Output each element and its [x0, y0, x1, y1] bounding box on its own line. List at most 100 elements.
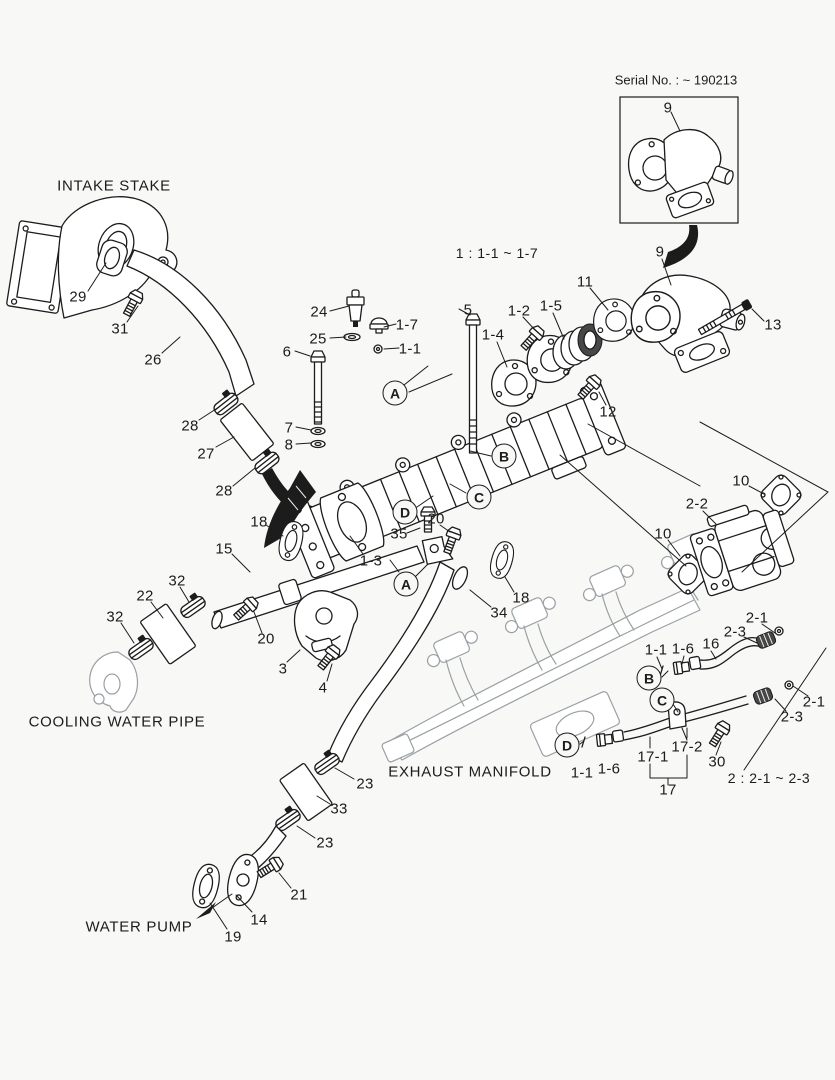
gasket-29: [96, 239, 128, 277]
part-label-32: 32: [168, 572, 186, 590]
part-label-32: 32: [106, 608, 124, 626]
view-marker-D: D: [554, 732, 580, 758]
section-label-water-pump: WATER PUMP: [85, 918, 193, 936]
water-pump-arrow: [196, 902, 216, 919]
sensor-24: [346, 289, 365, 327]
part-label-9: 9: [655, 243, 665, 261]
part-label-31: 31: [111, 320, 129, 338]
part-label-1-7: 1-7: [395, 316, 419, 334]
cooling-water-pipe-drawing: [89, 518, 425, 713]
view-marker-B: B: [491, 443, 517, 469]
part-label-34: 34: [490, 604, 508, 622]
part-label-33: 33: [330, 800, 348, 818]
part-label-23: 23: [316, 834, 334, 852]
hose-22: [140, 603, 196, 665]
hose-27: [220, 403, 274, 461]
part-label-10: 10: [654, 525, 672, 543]
view-marker-A: A: [393, 571, 419, 597]
part-label-1-6: 1-6: [671, 640, 695, 658]
gasket-chain-drawing: [491, 274, 752, 407]
lower-pipe-drawing: [188, 746, 342, 919]
pipe-34-drawing: [327, 506, 518, 763]
part-label-11: 11: [576, 273, 594, 291]
part-label-29: 29: [69, 288, 87, 306]
part-label-18: 18: [512, 589, 530, 607]
part-label-15: 15: [215, 540, 233, 558]
part-label-20: 20: [257, 630, 275, 648]
hose-33: [279, 763, 333, 821]
part-label-6: 6: [282, 343, 292, 361]
part-label-2-2: 2-2: [685, 495, 709, 513]
part-label-16: 16: [702, 635, 720, 653]
egr-valve-drawing: [664, 471, 805, 598]
part-label-1-2: 1-2: [507, 302, 531, 320]
part-label-1-3: 1-3: [359, 552, 383, 570]
part-label-8: 8: [284, 436, 294, 454]
part-label-25: 25: [309, 330, 327, 348]
oring-1-1: [373, 344, 383, 354]
bolt-5: [465, 313, 481, 454]
part-label-4: 4: [318, 679, 328, 697]
part-label-28: 28: [215, 482, 233, 500]
part-label-28: 28: [181, 417, 199, 435]
part-label-10: 10: [732, 472, 750, 490]
section-label-cooling-water-pipe: COOLING WATER PIPE: [28, 713, 206, 731]
part-label-24: 24: [310, 303, 328, 321]
bracket-3-drawing: [293, 590, 359, 662]
part-label-2-3: 2-3: [780, 708, 804, 726]
serial-number-note: Serial No. : ~ 190213: [614, 72, 738, 88]
pipe-elbow-faded: [89, 651, 139, 713]
egr-cooler-drawing: [264, 289, 627, 579]
part-label-5: 5: [463, 301, 473, 319]
part-label-18: 18: [250, 513, 268, 531]
flange-1-3: [319, 482, 385, 562]
part-label-35: 35: [390, 525, 408, 543]
group-1-range: 1 : 1-1 ~ 1-7: [455, 245, 539, 261]
section-label-intake-stake: INTAKE STAKE: [57, 177, 171, 195]
part-label-17: 17: [659, 781, 677, 799]
tube-17-drawing: [581, 680, 794, 786]
continuation-arrow: [663, 225, 699, 268]
leader-lines: [87, 111, 809, 930]
bolt-6: [310, 350, 326, 425]
view-marker-D: D: [392, 499, 418, 525]
exhaust-manifold-drawing: [381, 532, 712, 763]
part-label-22: 22: [136, 587, 154, 605]
intake-stake-drawing: [6, 196, 255, 397]
view-marker-C: C: [466, 484, 492, 510]
part-label-2-1: 2-1: [745, 609, 769, 627]
part-label-1-6: 1-6: [597, 760, 621, 778]
part-label-1-4: 1-4: [481, 326, 505, 344]
part-label-27: 27: [197, 445, 215, 463]
part-label-13: 13: [764, 316, 782, 334]
part-label-3: 3: [278, 660, 288, 678]
part-label-12: 12: [599, 403, 617, 421]
serial-inset-drawing: [619, 96, 739, 268]
view-marker-C: C: [649, 687, 675, 713]
part-label-7: 7: [284, 419, 294, 437]
washer-7: [310, 426, 326, 436]
part-label-30: 30: [708, 753, 726, 771]
bolt-35: [420, 506, 436, 533]
part-label-1-1: 1-1: [644, 641, 668, 659]
flange-14: [227, 853, 259, 907]
part-label-1-1: 1-1: [570, 764, 594, 782]
stud-13: [697, 299, 752, 336]
assembly-axis-lines: [559, 421, 829, 771]
part-label-17-2: 17-2: [671, 738, 703, 756]
part-label-2-3: 2-3: [723, 623, 747, 641]
part-label-20: 20: [427, 510, 445, 528]
dim-bracket-17: [649, 727, 688, 786]
cooler-elbow: [264, 470, 316, 548]
part-label-14: 14: [250, 911, 268, 929]
part-label-1-1: 1-1: [398, 340, 422, 358]
part-label-23: 23: [356, 775, 374, 793]
part-label-2-1: 2-1: [802, 693, 826, 711]
part-label-26: 26: [144, 351, 162, 369]
bellows-1-5: [526, 323, 603, 384]
section-label-exhaust-manifold: EXHAUST MANIFOLD: [388, 763, 552, 781]
washer-8: [310, 439, 326, 449]
group-2-range: 2 : 2-1 ~ 2-3: [727, 770, 811, 786]
